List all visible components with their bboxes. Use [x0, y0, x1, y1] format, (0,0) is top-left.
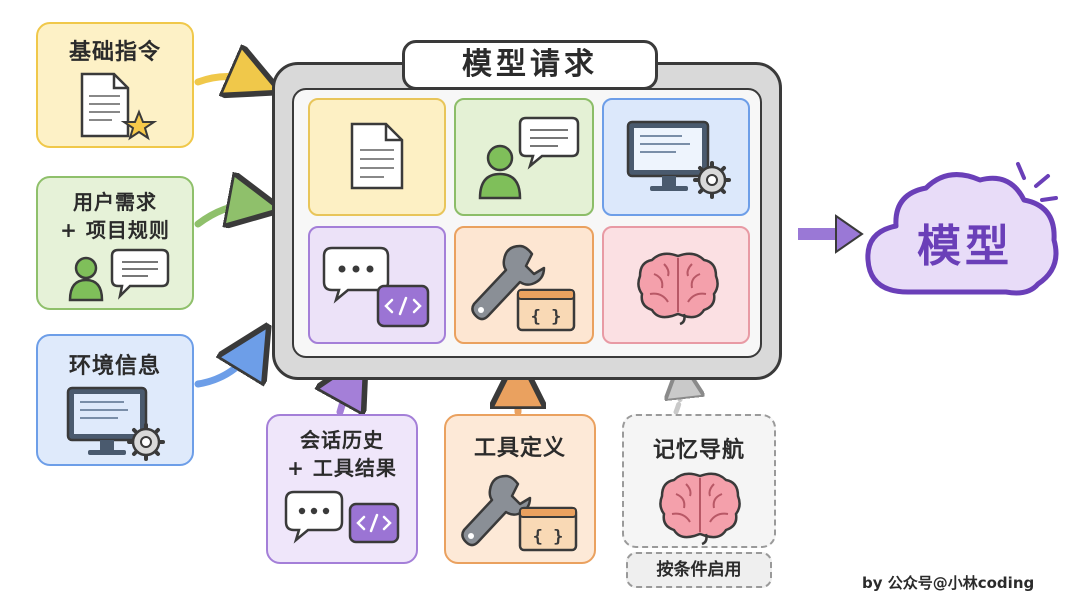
chat-code-icon [284, 490, 400, 544]
model-cloud-icon [865, 162, 1059, 296]
card-title-line2: + 项目规则 [60, 218, 170, 242]
document-icon [350, 122, 404, 190]
card-basic-instructions: 基础指令 [36, 22, 194, 148]
arrow-instructions [194, 76, 262, 84]
brain-icon [637, 252, 719, 326]
wrench-code-icon: { } [461, 474, 578, 552]
card-tool-definitions: 工具定义 { } [444, 414, 596, 564]
card-title: 基础指令 [68, 40, 161, 65]
card-history-tool-results: 会话历史 + 工具结果 [266, 414, 418, 564]
conditional-enable-tag: 按条件启用 [626, 552, 772, 588]
card-title: 记忆导航 [652, 438, 745, 463]
author-credit: by 公众号@小林coding [862, 574, 1035, 592]
monitor-gear-icon [66, 386, 165, 461]
user-chat-icon [478, 116, 580, 200]
arrow-to-model-head [835, 214, 864, 254]
slot-environment [602, 98, 750, 216]
model-label: 模型 [917, 221, 1013, 272]
brain-icon [659, 472, 741, 546]
slot-history [308, 226, 446, 344]
card-user-requirements: 用户需求 + 项目规则 [36, 176, 194, 310]
svg-text:{ }: { } [531, 307, 562, 327]
slot-tools: { } [454, 226, 594, 344]
card-title-line1: 用户需求 [73, 190, 157, 214]
card-title: 工具定义 [473, 436, 566, 461]
model-request-title: 模型请求 [402, 40, 658, 90]
arrow-env [194, 342, 258, 388]
slot-memory [602, 226, 750, 344]
user-chat-icon [68, 248, 170, 302]
document-star-icon [80, 72, 158, 141]
wrench-code-icon: { } [471, 244, 576, 332]
card-memory-navigation: 记忆导航 [622, 414, 776, 548]
chat-code-icon [322, 246, 430, 328]
svg-text:{ }: { } [533, 527, 564, 547]
card-environment-info: 环境信息 [36, 334, 194, 466]
slot-user [454, 98, 594, 216]
card-title-line1: 会话历史 [300, 428, 384, 452]
card-title-line2: + 工具结果 [287, 456, 397, 480]
monitor-gear-icon [626, 120, 731, 199]
arrow-user [194, 205, 262, 224]
slot-instructions [308, 98, 446, 216]
card-title: 环境信息 [68, 354, 161, 379]
